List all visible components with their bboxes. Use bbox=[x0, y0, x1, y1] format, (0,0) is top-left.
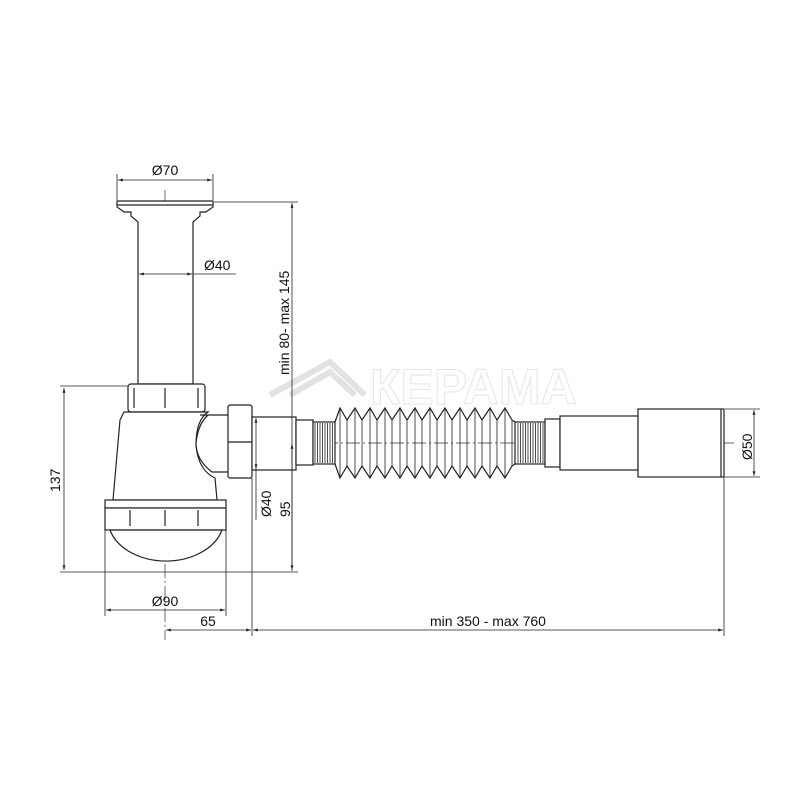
dim-bowl-diameter: Ø90 bbox=[152, 593, 179, 609]
dim-offset: 65 bbox=[200, 613, 216, 629]
dim-top-flange: Ø70 bbox=[152, 162, 179, 178]
outlet-connector bbox=[195, 404, 314, 479]
dim-end-diameter: Ø50 bbox=[739, 433, 755, 460]
dim-height-range: min 80- max 145 bbox=[276, 271, 292, 375]
top-nut bbox=[127, 383, 206, 413]
end-pipe bbox=[544, 408, 725, 478]
trap-body bbox=[104, 411, 227, 562]
dim-trap-height: 137 bbox=[47, 468, 63, 492]
dim-pipe-diameter: Ø40 bbox=[204, 257, 231, 273]
corrugated-hose bbox=[312, 406, 546, 480]
svg-text:КЕРАМА: КЕРАМА bbox=[370, 359, 577, 415]
top-drain-pipe bbox=[116, 200, 214, 385]
dim-outlet-height: 95 bbox=[277, 501, 293, 517]
dimensions: Ø70 Ø40 min 80- max 145 137 Ø90 Ø40 95 6… bbox=[47, 162, 760, 636]
dim-length-range: min 350 - max 760 bbox=[430, 613, 546, 629]
dim-outlet-diameter: Ø40 bbox=[258, 490, 274, 517]
watermark: КЕРАМА bbox=[268, 358, 577, 416]
